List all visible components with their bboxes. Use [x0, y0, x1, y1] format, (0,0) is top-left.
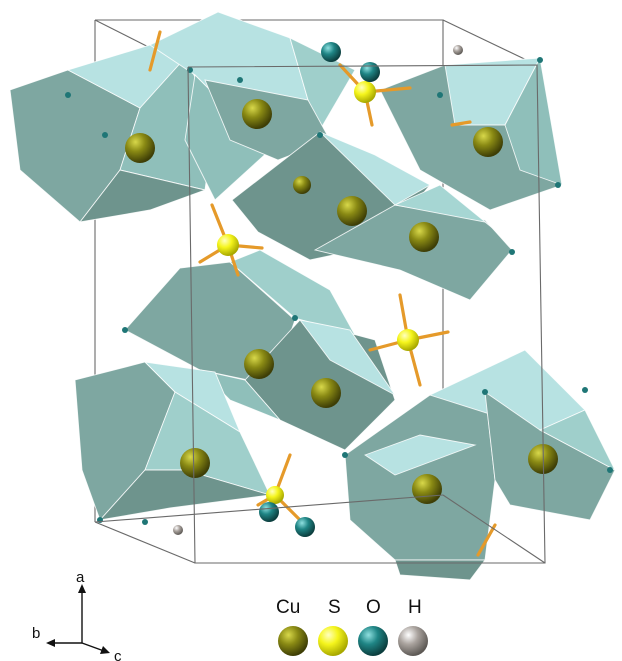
legend-swatch-s: [318, 626, 348, 656]
o-atom-small: [482, 389, 488, 395]
cu-atom: [293, 176, 311, 194]
legend-label-o: O: [366, 597, 381, 618]
o-atom-small: [582, 387, 588, 393]
cu-atom: [337, 196, 367, 226]
polyhedron: [319, 131, 431, 206]
o-atom-small: [317, 132, 323, 138]
legend-label-h: H: [408, 597, 422, 618]
polyhedra: [9, 11, 617, 581]
o-atom: [360, 62, 380, 82]
legend-swatch-cu: [278, 626, 308, 656]
polyhedron: [98, 469, 271, 521]
o-atom-small: [555, 182, 561, 188]
cu-atom: [409, 222, 439, 252]
legend-label-s: S: [328, 597, 341, 618]
o-atom-small: [607, 467, 613, 473]
cu-atom: [311, 378, 341, 408]
h-atoms: [173, 45, 463, 535]
axis-c-label: c: [114, 648, 122, 661]
cu-atom: [473, 127, 503, 157]
cu-atom: [244, 349, 274, 379]
h-atom: [453, 45, 463, 55]
o-atom-small: [437, 92, 443, 98]
h-atom: [173, 525, 183, 535]
polyhedron: [229, 249, 356, 336]
o-atom-small: [237, 77, 243, 83]
o-atom: [295, 517, 315, 537]
o-atom-small: [292, 315, 298, 321]
atom-legend: Cu S O H: [276, 597, 428, 656]
axis-a-label: a: [76, 569, 85, 586]
polyhedron: [78, 169, 207, 223]
s-atom: [354, 81, 376, 103]
legend-swatch-o: [358, 626, 388, 656]
o-atom-small: [142, 519, 148, 525]
polyhedron: [394, 559, 486, 581]
polyhedron: [504, 56, 563, 186]
axis-indicator: a b c: [32, 569, 122, 661]
axis-b-label: b: [32, 625, 40, 642]
o-atom-small: [342, 452, 348, 458]
o-atom-small: [122, 327, 128, 333]
s-atom: [217, 234, 239, 256]
s-atom: [266, 486, 284, 504]
polyhedron: [364, 434, 477, 476]
polyhedron: [393, 184, 506, 239]
polyhedron: [538, 409, 617, 472]
o-atom-small: [537, 57, 543, 63]
cu-atoms: [125, 99, 558, 504]
legend-swatch-h: [398, 626, 428, 656]
o-atom-small: [509, 249, 515, 255]
cu-atom: [242, 99, 272, 129]
s-atoms: [217, 81, 419, 504]
axis-c-arrow: [81, 642, 105, 652]
o-atom-small: [65, 92, 71, 98]
cu-atom: [180, 448, 210, 478]
o-atom: [321, 42, 341, 62]
polyhedron: [298, 319, 396, 396]
o-atom: [259, 502, 279, 522]
o-atom-small: [102, 132, 108, 138]
unit-cell-front: [94, 64, 546, 564]
s-atom: [397, 329, 419, 351]
cu-atom: [412, 474, 442, 504]
legend-label-cu: Cu: [276, 597, 300, 618]
cu-atom: [125, 133, 155, 163]
